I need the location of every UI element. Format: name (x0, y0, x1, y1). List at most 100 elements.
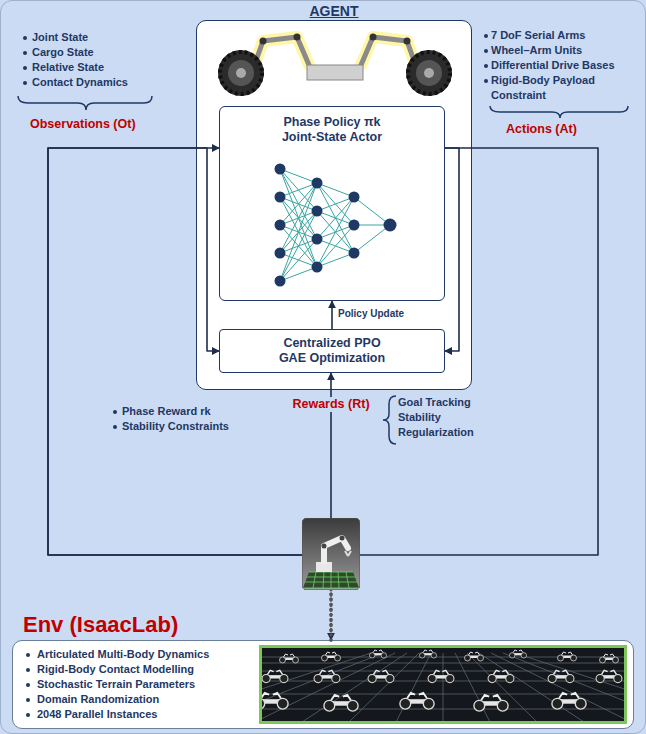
neural-network-part-part (312, 234, 323, 245)
connector (48, 148, 331, 640)
simulation-image-part (369, 650, 386, 658)
robot-illustration (197, 25, 473, 109)
connector-line (48, 148, 331, 555)
neural-network-part-part (312, 178, 323, 189)
env-icon-part (303, 572, 359, 588)
env-item: Stochastic Terrain Parameters (23, 677, 259, 692)
simulation-image-part (314, 670, 340, 682)
simulation-image-part (509, 650, 526, 658)
simulation-image-part (322, 652, 341, 661)
connector-line (445, 148, 459, 351)
robot-illustration-part (408, 52, 450, 94)
robot-illustration-part (424, 68, 434, 78)
edge-label-holder: Observations (Ot) (30, 117, 136, 132)
dotted-link (330, 590, 333, 640)
edge-label: Rewards (Rt) (289, 397, 372, 412)
env-item: Domain Randomization (23, 692, 259, 707)
list-item: 7 DoF Serial Arms (484, 28, 642, 43)
robot-illustration-part (406, 50, 452, 96)
label-group: 7 DoF Serial ArmsWheel–Arm UnitsDifferen… (484, 28, 642, 103)
edge-label-holder: Actions (At) (506, 122, 577, 137)
connector-line (330, 373, 332, 520)
robot-illustration-part (404, 38, 411, 45)
neural-network-part-part (275, 164, 286, 175)
simulation-image-part (600, 654, 619, 663)
env-icon-part (345, 551, 351, 556)
simulation-image-part (548, 670, 574, 682)
policy-title: Phase Policy πk Joint-State Actor (266, 115, 398, 145)
list-item: Joint State (20, 30, 160, 45)
neural-network-part-part (275, 276, 286, 287)
robot-illustration-part (307, 65, 363, 80)
env-title: Env (IsaacLab) (23, 613, 633, 637)
simulation-image-part (419, 650, 436, 658)
env-icon-part (340, 536, 345, 541)
connector (331, 148, 598, 640)
list-item: Relative State (20, 60, 160, 75)
env-item: Articulated Multi-Body Dynamics (23, 647, 259, 662)
simulation-image-part (596, 670, 622, 682)
simulation-image-part (488, 670, 514, 682)
dotted-link (330, 590, 333, 640)
label-group: Goal TrackingStabilityRegularization (398, 395, 508, 440)
neural-network-part-part (275, 248, 286, 259)
robot-illustration-part (236, 68, 246, 78)
label-group: Phase Reward rkStability Constraints (110, 404, 290, 434)
bracket-art-part (383, 396, 396, 444)
env-icon-part (324, 538, 348, 562)
robot-illustration-part (220, 52, 262, 94)
connector (332, 301, 333, 329)
list-item: Contact Dynamics (20, 75, 160, 90)
simulation-image-part (324, 695, 358, 711)
env-item: 2048 Parallel Instances (23, 707, 259, 722)
robot-illustration-part (228, 60, 254, 86)
edge-label: Policy Update (338, 308, 404, 320)
simulation-image-part (261, 647, 626, 723)
env-item: Rigid-Body Contact Modelling (23, 662, 259, 677)
list-item: Differential Drive Bases (484, 58, 642, 73)
robot-illustration-part (416, 60, 442, 86)
simulation-image (259, 645, 627, 724)
neural-network-part-part (349, 192, 360, 203)
simulation-image-part (558, 652, 577, 661)
edge-label: Actions (At) (506, 122, 577, 137)
neural-network-part (275, 164, 397, 287)
simulation-image-part (368, 670, 394, 682)
env-icon-part (302, 518, 360, 590)
agent-box: AGENT Phase Policy πk Joint-State ActorC… (196, 20, 472, 390)
list-item: Phase Reward rk (110, 404, 290, 419)
neural-network-part-part (312, 262, 323, 273)
list-item: Regularization (398, 425, 508, 440)
agent-title: AGENT (197, 3, 471, 19)
ppo-title: Centralized PPO GAE Optimization (272, 336, 392, 366)
robot-illustration-part (253, 37, 417, 69)
neural-network-part-part (275, 192, 286, 203)
connector (48, 148, 331, 640)
list-item: Cargo State (20, 45, 160, 60)
robot-illustration-part (218, 50, 264, 96)
list-item: Goal Tracking (398, 395, 508, 410)
env-icon-part (322, 544, 327, 549)
env-box: Env (IsaacLab)Articulated Multi-Body Dyn… (12, 640, 634, 729)
neural-network-part-part (384, 219, 397, 232)
neural-network-part-part (349, 248, 360, 259)
neural-network-part-part (312, 206, 323, 217)
robot-illustration-part (260, 38, 267, 45)
list-item: Stability (398, 410, 508, 425)
env-icon (302, 518, 360, 590)
connector (331, 373, 332, 640)
neural-network-part-part (349, 220, 360, 231)
robot-illustration-part (370, 34, 377, 41)
simulation-image-part (474, 695, 508, 711)
neural-network-part (280, 169, 390, 281)
simulation-image-part (552, 693, 586, 709)
bracket-art-part (490, 106, 628, 118)
simulation-image-part (400, 693, 434, 709)
edge-label: Observations (Ot) (30, 117, 136, 132)
ppo-box: Centralized PPO GAE Optimization (219, 329, 445, 373)
list-item: Rigid-Body Payload Constraint (484, 73, 642, 103)
robot-illustration-part (253, 37, 417, 69)
simulation-image-part (259, 653, 627, 724)
simulation-image-part (262, 670, 288, 682)
